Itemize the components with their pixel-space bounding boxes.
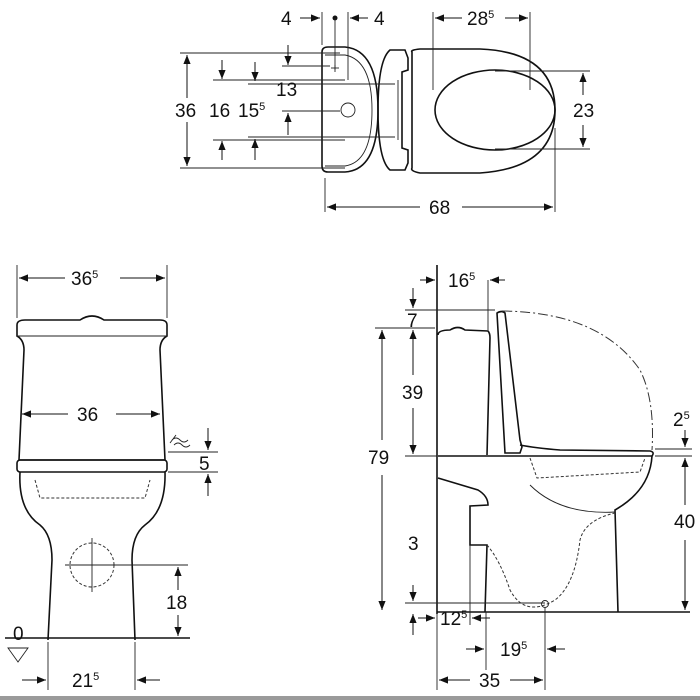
floor-level-label: 0 (13, 624, 24, 645)
dim-lid-over: 7 (407, 311, 418, 332)
side-view: 165 7 39 79 3 25 40 125 195 35 (368, 265, 695, 692)
dim-fix-c: 13 (276, 80, 297, 101)
top-tank-inner (325, 54, 373, 167)
front-view: 365 36 5 18 0 215 (5, 265, 218, 692)
dim-foot-offset: 125 (440, 609, 467, 630)
dim-fix-a: 16 (209, 101, 230, 122)
dim-seat-height: 40 (674, 512, 695, 533)
dim-outlet-offset: 195 (500, 640, 527, 661)
dim-seat-depth: 285 (467, 9, 494, 30)
dim-lid-offset: 165 (448, 271, 475, 292)
dim-right-offset: 4 (374, 9, 385, 30)
dim-length: 68 (429, 198, 450, 219)
top-fixing-hole (340, 102, 356, 118)
dim-tank-width: 365 (71, 269, 98, 290)
side-lid (496, 310, 523, 454)
side-lid-swing-arc (501, 310, 653, 451)
dim-left-offset: 4 (281, 9, 292, 30)
dim-outlet-center: 35 (479, 671, 500, 692)
floor-level-triangle-icon (7, 647, 29, 663)
top-tank-outline (321, 46, 379, 173)
side-seat (438, 444, 654, 457)
side-bowl (437, 455, 653, 613)
dim-outlet-height: 18 (166, 593, 187, 614)
side-outlet-point (541, 600, 549, 608)
top-seat-hinge (377, 49, 409, 171)
dim-foot-width: 215 (72, 671, 99, 692)
dim-seat-thickness: 25 (673, 410, 690, 431)
dim-bowl-width: 36 (77, 405, 98, 426)
top-seat-opening (434, 69, 556, 151)
dim-total-height: 79 (368, 448, 389, 469)
footer-bar (0, 696, 700, 700)
dim-opening: 23 (573, 101, 594, 122)
side-tank (437, 326, 491, 456)
dim-seat-5: 5 (199, 454, 210, 475)
front-bowl (19, 471, 166, 641)
dim-fix-b: 155 (238, 101, 265, 122)
top-view: 4 4 285 36 16 155 13 23 68 (175, 9, 594, 219)
dim-width: 36 (175, 101, 196, 122)
front-seat (16, 459, 168, 473)
flush-water-icon (169, 434, 191, 448)
front-tank-outline (16, 315, 168, 461)
dim-tank-height: 39 (402, 383, 423, 404)
dim-outlet-low: 3 (408, 534, 419, 555)
